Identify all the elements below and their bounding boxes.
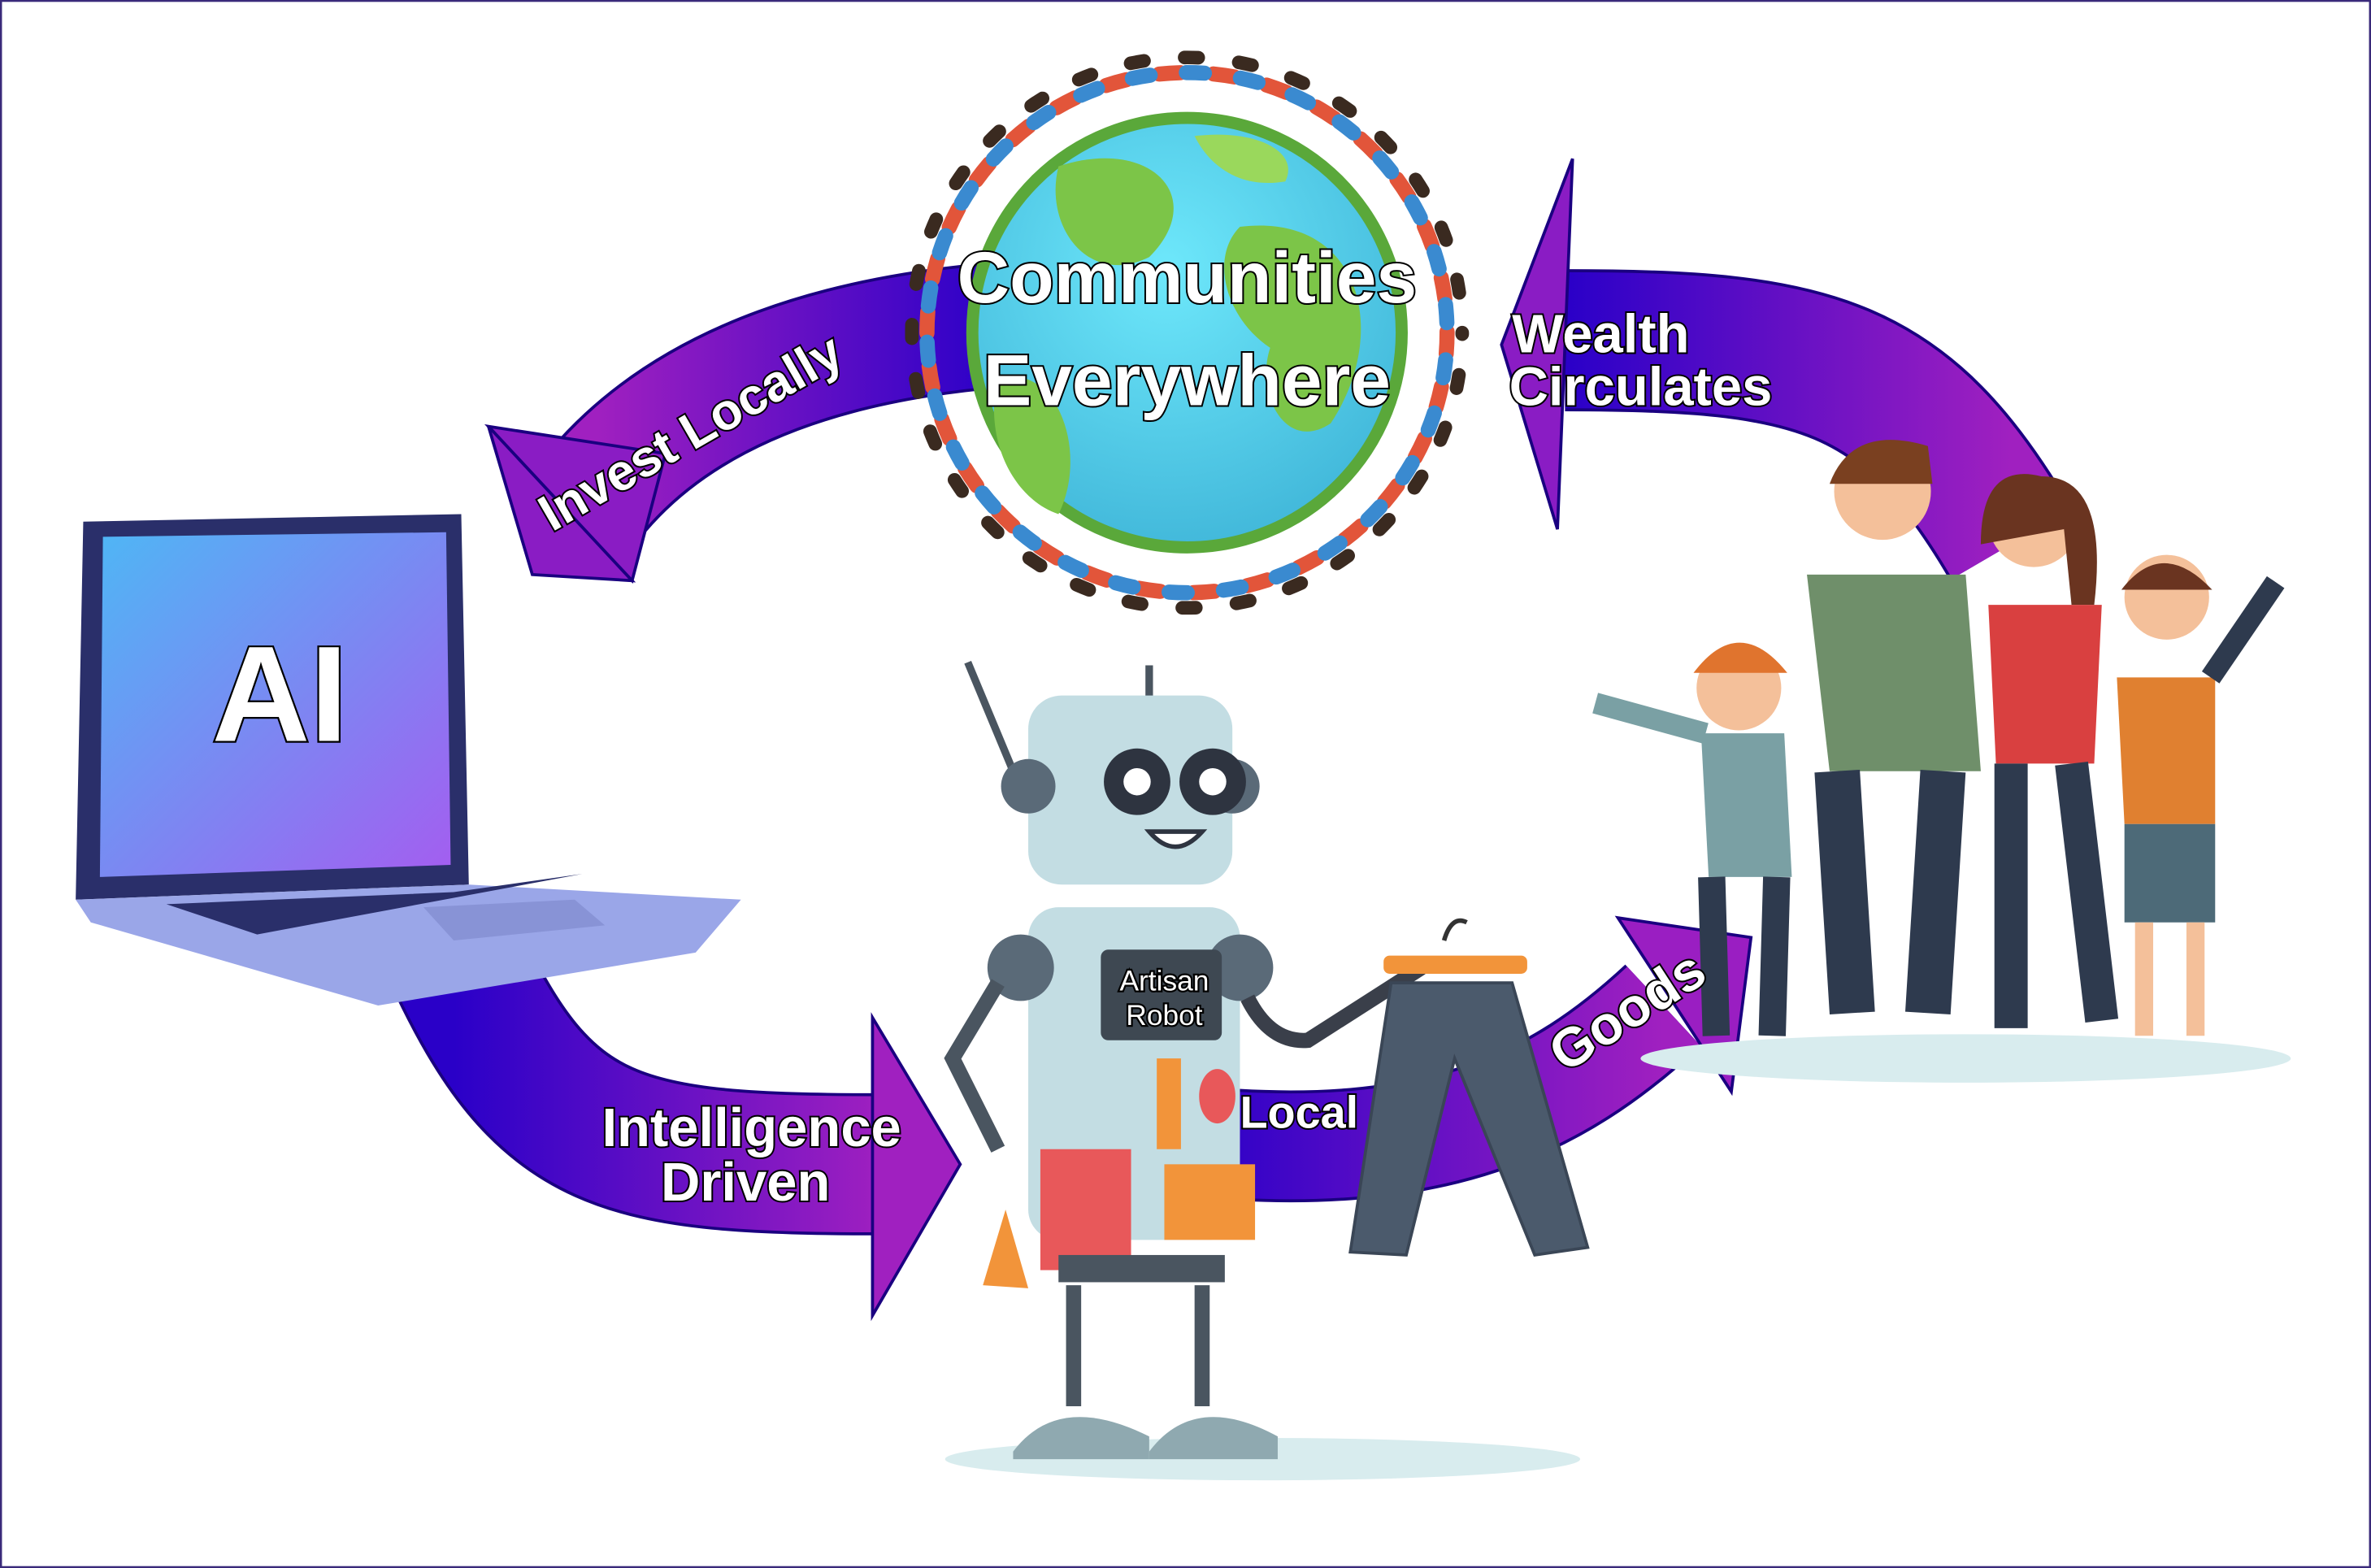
robot-sign xyxy=(1101,949,1222,1040)
local-label: Local xyxy=(1240,1087,1358,1138)
people-ring xyxy=(905,50,1470,615)
wealth-label-line2: Circulates xyxy=(1509,357,1773,418)
intelligence-label-line1: Intelligence xyxy=(601,1097,901,1158)
globe-illustration xyxy=(905,50,1470,615)
robot-illustration: Artisan Robot xyxy=(944,660,1581,1481)
family-illustration xyxy=(1592,440,2291,1083)
robot-sign-line2: Robot xyxy=(1126,1000,1202,1032)
laptop-illustration: AI xyxy=(76,514,741,1006)
arrow-intelligence-driven xyxy=(389,923,962,1322)
arrow-wealth-circulates xyxy=(1500,158,2073,580)
laptop-ai-label: AI xyxy=(212,618,348,770)
intelligence-label-line2: Driven xyxy=(661,1152,830,1213)
wealth-label-line1: Wealth xyxy=(1512,303,1689,364)
center-label-line1: Communities xyxy=(958,237,1417,318)
robot-sign-line1: Artisan xyxy=(1119,965,1209,997)
pants-illustration xyxy=(1348,918,1590,1257)
center-label-line2: Everywhere xyxy=(984,340,1391,421)
